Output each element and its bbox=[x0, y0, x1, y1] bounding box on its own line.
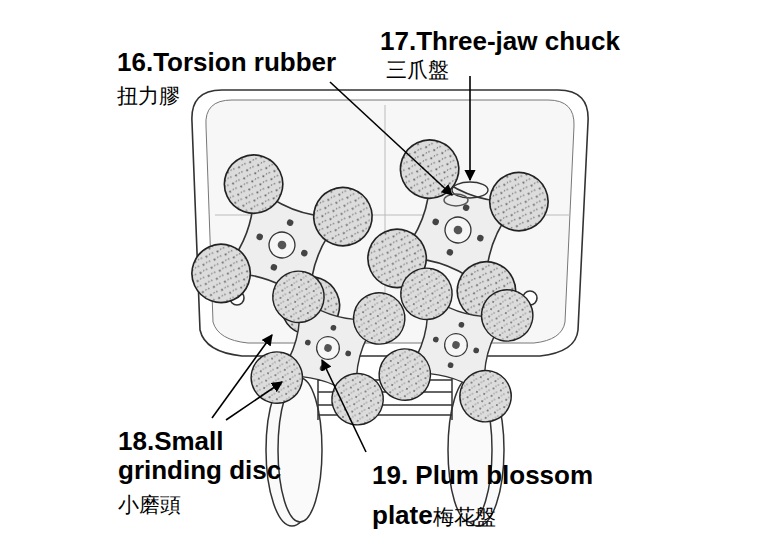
chinese-label: 小磨頭 bbox=[118, 493, 181, 516]
chinese-label: 梅花盤 bbox=[433, 505, 496, 528]
callout-label: 16.Torsion rubber bbox=[117, 48, 336, 77]
callout-group: 19. Plum blossom plate梅花盤 bbox=[372, 455, 622, 536]
callout-label: 18.Small grinding disc bbox=[118, 427, 323, 484]
leader-line bbox=[212, 76, 470, 452]
plum-blossom-plate bbox=[161, 109, 580, 450]
chinese-label: 三爪盤 bbox=[386, 58, 449, 81]
chinese-label: 扭力膠 bbox=[117, 84, 180, 107]
callout-label: 17.Three-jaw chuck bbox=[380, 27, 620, 56]
